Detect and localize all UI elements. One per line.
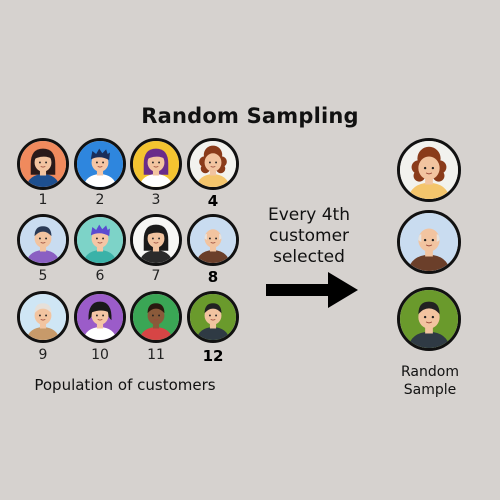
customer-11-avatar <box>130 291 182 343</box>
sampled-customer-8-avatar <box>397 210 461 274</box>
population-caption: Population of customers <box>34 376 216 394</box>
sampled-customer-12-avatar <box>397 287 461 351</box>
customer-6-avatar <box>74 214 126 266</box>
customer-number: 3 <box>151 192 161 208</box>
arrow-right-icon <box>266 272 358 308</box>
customer-5-avatar <box>17 214 69 266</box>
customer-4-avatar <box>187 138 239 190</box>
customer-12-avatar <box>187 291 239 343</box>
customer-9-avatar <box>17 291 69 343</box>
customer-number: 12 <box>202 347 224 365</box>
sampling-rule-text: Every 4th customer selected <box>268 205 350 267</box>
customer-8-avatar <box>187 214 239 266</box>
customer-number: 7 <box>151 268 161 284</box>
customer-number: 10 <box>91 347 109 363</box>
customer-number: 9 <box>38 347 48 363</box>
customer-7-avatar <box>130 214 182 266</box>
customer-2-avatar <box>74 138 126 190</box>
diagram-title: Random Sampling <box>141 104 359 128</box>
customer-number: 11 <box>147 347 165 363</box>
customer-number: 8 <box>207 268 219 286</box>
customer-number: 6 <box>95 268 105 284</box>
customer-1-avatar <box>17 138 69 190</box>
sample-label: Random Sample <box>401 364 459 398</box>
customer-number: 2 <box>95 192 105 208</box>
sampled-customer-4-avatar <box>397 138 461 202</box>
customer-3-avatar <box>130 138 182 190</box>
customer-10-avatar <box>74 291 126 343</box>
customer-number: 1 <box>38 192 48 208</box>
customer-number: 4 <box>207 192 219 210</box>
customer-number: 5 <box>38 268 48 284</box>
